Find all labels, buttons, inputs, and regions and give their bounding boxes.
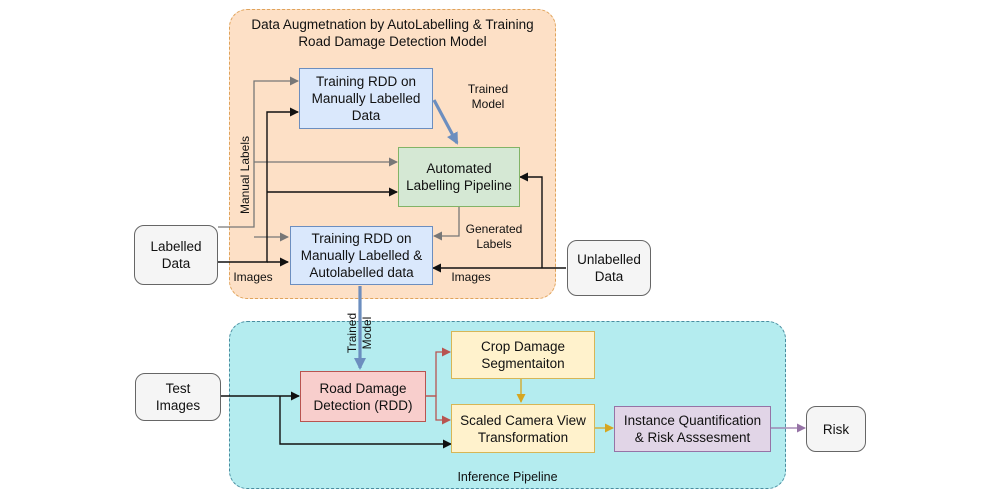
- trained-model-label-top: Trained Model: [467, 82, 509, 111]
- edge-labelled-images: [218, 107, 398, 267]
- trained-model-label-mid: Trained Model: [345, 312, 374, 354]
- training-region-title: Data Augmetnation by AutoLabelling & Tra…: [251, 17, 534, 49]
- images-label-right: Images: [451, 270, 491, 284]
- inference-region-title: Inference Pipeline: [457, 470, 558, 484]
- edge-rdd-outputs: [426, 347, 451, 425]
- edge-generated-labels: [433, 207, 460, 241]
- risk-node: Risk: [806, 406, 866, 452]
- edge-manual-labels: [218, 76, 398, 242]
- crop-damage-segmentation-box: Crop Damage Segmentaiton: [451, 331, 595, 379]
- labelled-data-node: Labelled Data: [134, 225, 218, 285]
- manual-labels-label: Manual Labels: [238, 135, 252, 215]
- training-combined-box: Training RDD on Manually Labelled & Auto…: [290, 226, 433, 285]
- edge-yellow-flows: [516, 379, 614, 433]
- instance-quantification-box: Instance Quantification & Risk Asssesmen…: [614, 406, 771, 452]
- training-manual-box: Training RDD on Manually Labelled Data: [299, 68, 433, 129]
- automated-labelling-pipeline-box: Automated Labelling Pipeline: [398, 147, 520, 207]
- scaled-camera-view-box: Scaled Camera View Transformation: [451, 404, 595, 453]
- road-damage-detection-box: Road Damage Detection (RDD): [300, 371, 426, 422]
- edge-unlabelled-images: [432, 172, 566, 273]
- images-label-left: Images: [233, 270, 273, 284]
- test-images-node: Test Images: [135, 373, 221, 421]
- unlabelled-data-node: Unlabelled Data: [567, 240, 651, 296]
- generated-labels-label: Generated Labels: [465, 222, 523, 251]
- edge-test-images: [221, 391, 452, 449]
- edge-trained-model-top: [432, 99, 459, 145]
